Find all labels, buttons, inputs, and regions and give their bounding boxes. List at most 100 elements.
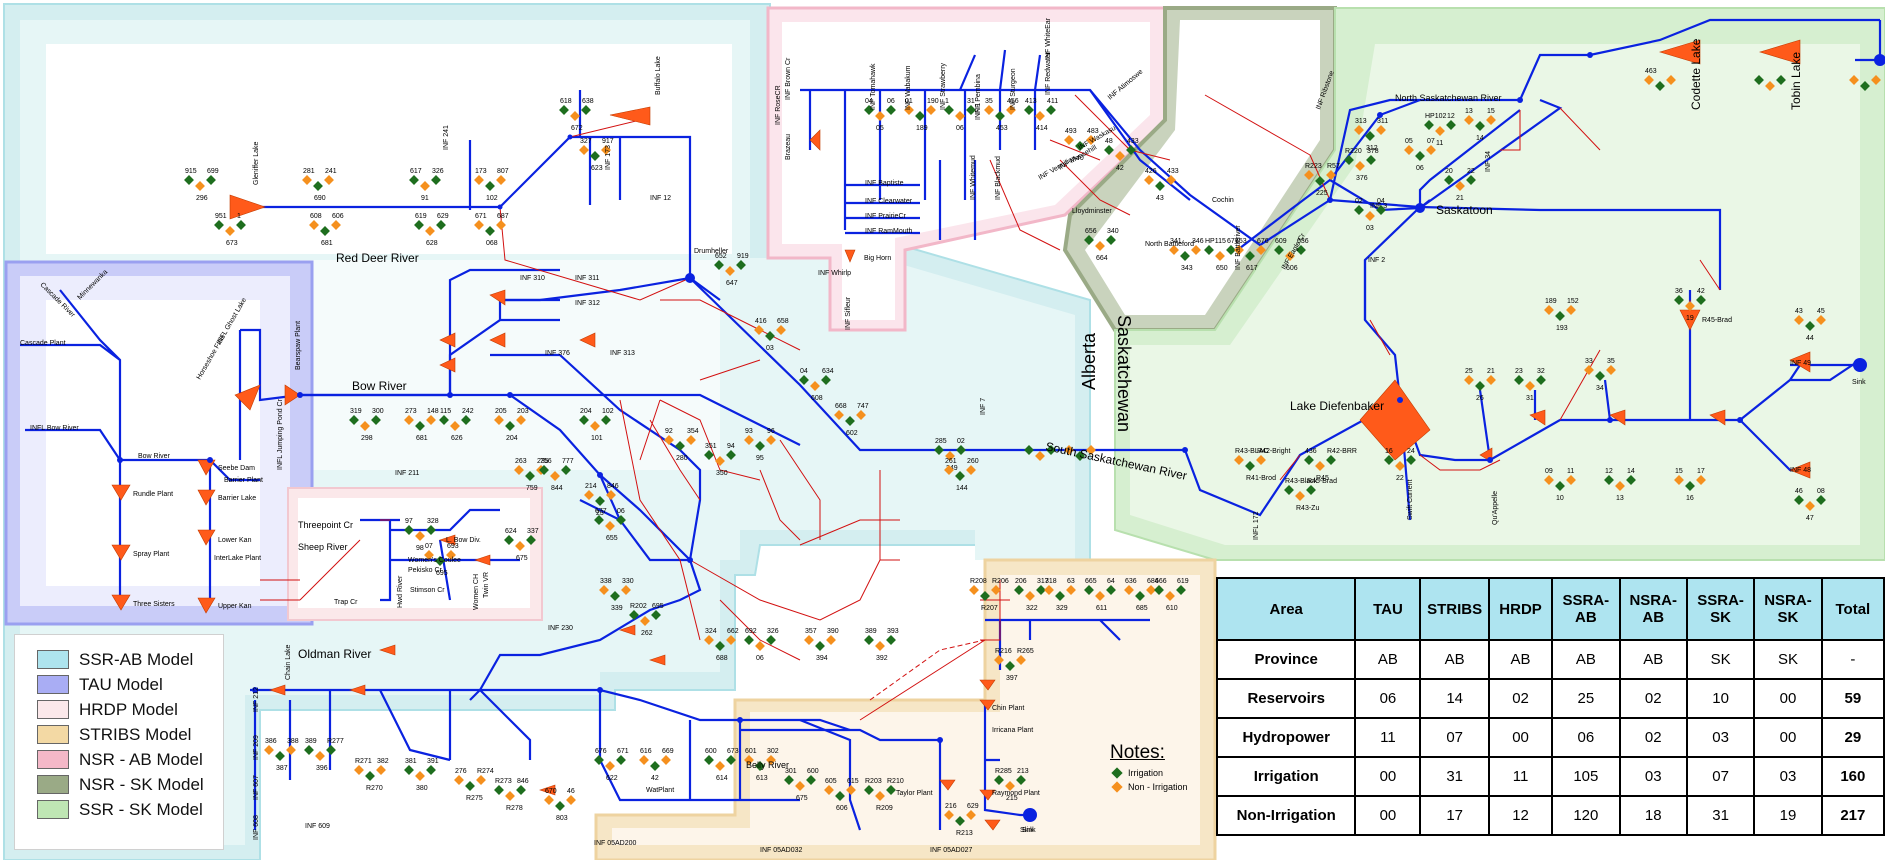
non-irrigation-demand-icon xyxy=(566,795,576,805)
node-number-label: 34 xyxy=(1596,385,1604,392)
node-number-label: 115 xyxy=(440,408,451,415)
table-cell: 11 xyxy=(1355,718,1420,757)
node-number-label: 414 xyxy=(1036,125,1048,132)
node-number-label: 64 xyxy=(1107,578,1115,585)
node-number-label: 326 xyxy=(767,628,779,635)
node-number-label: 324 xyxy=(705,628,717,635)
place-stimson: Stimson Cr xyxy=(410,587,445,594)
inflow-label: INF 313 xyxy=(610,350,635,357)
node-number-label: 216 xyxy=(945,803,957,810)
node-number-label: 391 xyxy=(427,758,439,765)
inflow-label: INF 05AD200 xyxy=(594,840,637,847)
node-number-label: R210 xyxy=(887,778,904,785)
non-irrigation-demand-icon xyxy=(354,765,364,775)
node-number-label: 20 xyxy=(1445,168,1453,175)
node-number-label: 12 xyxy=(1447,113,1455,120)
place-drumheller: Drumheller xyxy=(694,248,729,255)
inflow-label: INF 12 xyxy=(650,195,671,202)
table-cell: SK xyxy=(1754,640,1821,679)
inflow-label: INF 608 xyxy=(253,815,260,840)
node-number-label: 06 xyxy=(756,655,764,662)
node-number-label: 656 xyxy=(1085,228,1097,235)
node-number-label: R223 xyxy=(1305,163,1322,170)
table-cell: - xyxy=(1822,640,1884,679)
node-number-label: 203 xyxy=(517,408,529,415)
node-sink-bottom xyxy=(1023,808,1037,822)
table-cell: 06 xyxy=(1552,718,1619,757)
legend-item-ssr-ab: SSR-AB Model xyxy=(37,647,223,672)
inflow-label: INF 212 xyxy=(253,687,260,712)
node-number-label: 327 xyxy=(580,138,592,145)
node-number-label: 068 xyxy=(486,240,498,247)
legend-swatch xyxy=(37,725,69,744)
node-number-label: 241 xyxy=(325,168,337,175)
table-cell: 03 xyxy=(1687,718,1754,757)
node-number-label: R220 xyxy=(1345,148,1362,155)
node-number-label: 319 xyxy=(350,408,362,415)
place-lloydminster: Lloydminster xyxy=(1072,208,1112,215)
table-row: Reservoirs 06 14 02 25 02 10 00 59 xyxy=(1217,679,1884,718)
node-number-label: 205 xyxy=(495,408,507,415)
node-number-label: 616 xyxy=(640,748,652,755)
non-irrigation-demand-icon xyxy=(286,745,296,755)
table-cell: 19 xyxy=(1754,796,1821,835)
node-number-label: 07 xyxy=(1427,138,1435,145)
legend-swatch xyxy=(37,650,69,669)
node-number-label: 152 xyxy=(1567,298,1579,305)
node-number-label: 06 xyxy=(617,508,625,515)
inflow-label: INF 173 xyxy=(605,145,612,170)
node-number-label: 329 xyxy=(1056,605,1068,612)
legend-swatch xyxy=(37,800,69,819)
inflow-label: INF Brown Cr xyxy=(785,57,792,100)
table-header-row: Area TAU STRIBS HRDP SSRA- AB NSRA- AB S… xyxy=(1217,578,1884,640)
node-number-label: 919 xyxy=(737,253,749,260)
node-number-label: 330 xyxy=(622,578,634,585)
saskatchewan-label: Saskatchewan xyxy=(1114,315,1134,432)
node-number-label: 628 xyxy=(426,240,438,247)
node-number-label: 04 xyxy=(800,368,808,375)
node-number-label: 759 xyxy=(526,485,538,492)
place-spray: Spray Plant xyxy=(133,551,169,558)
river-label-red-deer: Red Deer River xyxy=(336,251,419,265)
header-nsra-sk: NSRA- SK xyxy=(1754,578,1821,640)
place-rundle: Rundle Plant xyxy=(133,491,173,498)
place-trap: Trap Cr xyxy=(334,599,358,606)
node-number-label: 608 xyxy=(310,213,322,220)
node-number-label: 337 xyxy=(527,528,539,535)
place-r45-brad: R45-Brad xyxy=(1702,317,1732,324)
node-number-label: 15 xyxy=(1675,468,1683,475)
node-number-label: 263 xyxy=(515,458,527,465)
legend-label: SSR-AB Model xyxy=(79,650,193,670)
place-codette: Codette Lake xyxy=(1689,38,1703,110)
table-cell: 17 xyxy=(1420,796,1488,835)
node-number-label: 611 xyxy=(1096,605,1107,612)
river-label-north-sask: North Saskatchewan River xyxy=(1395,93,1502,103)
node-number-label: 803 xyxy=(556,815,568,822)
node-number-label: 629 xyxy=(967,803,979,810)
node-number-label: 650 xyxy=(1216,265,1228,272)
node-number-label: 681 xyxy=(321,240,333,247)
node-number-label: 07 xyxy=(425,543,433,550)
node-number-label: 204 xyxy=(506,435,518,442)
non-irrigation-demand-icon xyxy=(476,775,486,785)
node-number-label: 22 xyxy=(1396,475,1404,482)
node-number-label: 619 xyxy=(1177,578,1189,585)
node-number-label: 397 xyxy=(1006,675,1018,682)
node-number-label: 426 xyxy=(1145,168,1157,175)
node-number-label: 24 xyxy=(1407,448,1415,455)
node-number-label: 381 xyxy=(405,758,417,765)
node-number-label: 388 xyxy=(287,738,299,745)
row-label: Reservoirs xyxy=(1217,679,1355,718)
node-number-label: 214 xyxy=(585,483,597,490)
node-number-label: 340 xyxy=(1107,228,1119,235)
node-number-label: 148 xyxy=(427,408,439,415)
place-qu-appelle: Qu'Appelle xyxy=(1492,491,1499,525)
node-number-label: 669 xyxy=(662,748,674,755)
row-label: Non-Irrigation xyxy=(1217,796,1355,835)
node-number-label: 394 xyxy=(816,655,828,662)
node-number-label: 617 xyxy=(410,168,422,175)
node-number-label: 260 xyxy=(967,458,979,465)
node-number-label: 12 xyxy=(1605,468,1613,475)
inflow-label: INF 609 xyxy=(305,823,330,830)
table-cell: 02 xyxy=(1489,679,1552,718)
